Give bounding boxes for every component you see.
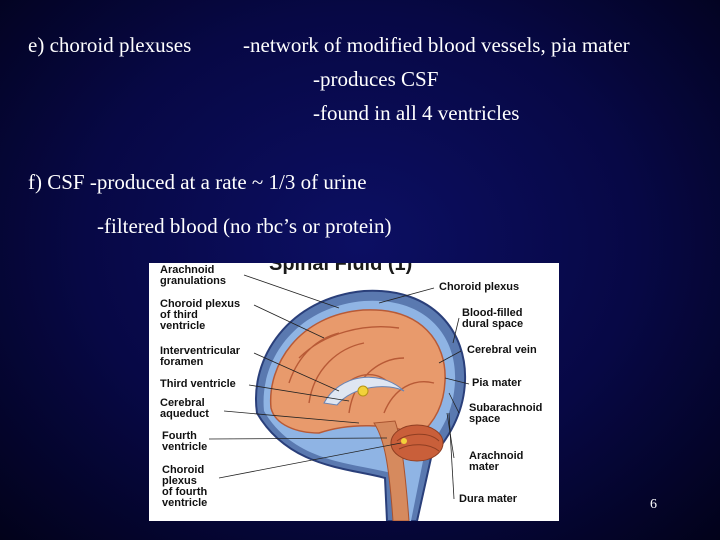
label-choroid-plexus-third-ventricle: Choroid plexus of third ventricle xyxy=(160,298,241,332)
label-pia-mater: Pia mater xyxy=(472,377,522,389)
brain-csf-diagram: Spinal Fluid (1) xyxy=(149,263,559,521)
item-f-text: f) CSF -produced at a rate ~ 1/3 of urin… xyxy=(28,170,367,194)
label-fourth-ventricle: Fourth ventricle xyxy=(162,430,208,453)
item-f-sub: -filtered blood (no rbc’s or protein) xyxy=(97,214,392,238)
figure-title-fragment: Spinal Fluid (1) xyxy=(269,263,413,275)
item-e-line-2: -produces CSF xyxy=(313,67,439,91)
label-subarachnoid-space: Subarachnoid space xyxy=(469,402,543,425)
label-dura-mater: Dura mater xyxy=(459,493,518,505)
label-interventricular-foramen: Interventricular foramen xyxy=(160,345,241,368)
label-arachnoid-mater: Arachnoid mater xyxy=(469,450,524,473)
label-cerebral-vein: Cerebral vein xyxy=(467,344,537,356)
label-cerebral-aqueduct: Cerebral aqueduct xyxy=(160,397,209,420)
label-choroid-plexus-fourth-ventricle: Choroid plexus of fourth ventricle xyxy=(162,464,208,509)
page-number: 6 xyxy=(650,497,657,512)
label-third-ventricle: Third ventricle xyxy=(160,378,236,390)
brain-illustration xyxy=(208,274,470,521)
label-blood-filled-dural-space: Blood-filled dural space xyxy=(462,307,524,330)
label-arachnoid-granulations: Arachnoid granulations xyxy=(160,264,227,287)
item-e-line-1: -network of modified blood vessels, pia … xyxy=(243,33,630,57)
label-choroid-plexus: Choroid plexus xyxy=(439,281,520,293)
item-e-line-3: -found in all 4 ventricles xyxy=(313,101,520,125)
item-e-term: e) choroid plexuses xyxy=(28,33,192,57)
